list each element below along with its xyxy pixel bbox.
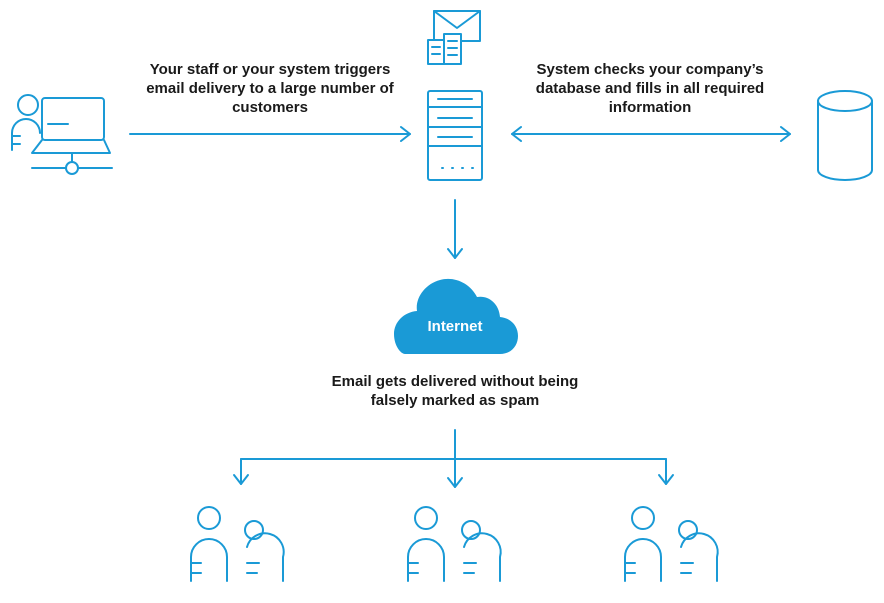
email-documents-icon — [427, 10, 481, 65]
arrow-laptop-to-server — [129, 126, 411, 142]
trigger-description: Your staff or your system triggers email… — [146, 61, 394, 116]
arrows-internet-to-recipients — [233, 429, 674, 488]
cloud-icon — [394, 278, 518, 354]
database-check-description: System checks your company’s database an… — [535, 61, 765, 116]
recipients-group-icon — [624, 506, 719, 582]
user-laptop-icon — [11, 94, 113, 175]
database-icon — [817, 90, 873, 181]
arrow-server-database — [511, 126, 791, 142]
recipients-group-icon — [407, 506, 502, 582]
internet-label: Internet — [427, 318, 483, 335]
arrow-server-to-internet — [447, 199, 463, 259]
delivery-description: Email gets delivered without being false… — [331, 373, 579, 409]
server-icon — [427, 90, 483, 181]
recipients-group-icon — [190, 506, 285, 582]
